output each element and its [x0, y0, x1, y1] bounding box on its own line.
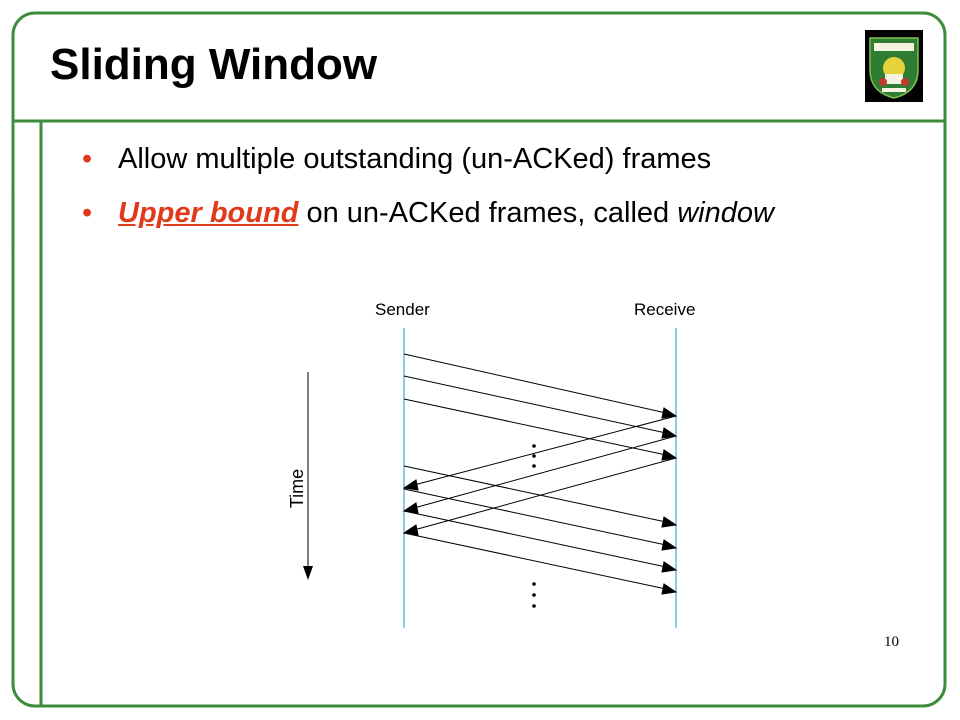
frame-arrows — [403, 353, 678, 595]
frame-arrow — [403, 488, 667, 546]
university-crest-logo — [865, 30, 923, 102]
slide-title: Sliding Window — [50, 40, 378, 89]
ack-arrows — [402, 415, 677, 536]
frame-arrow-head — [661, 539, 678, 551]
receiver-label: Receive — [634, 300, 696, 319]
sender-label: Sender — [375, 300, 430, 319]
frame-arrow — [403, 375, 667, 434]
bullet-italic-term: window — [677, 197, 774, 229]
frame-arrow — [403, 398, 667, 456]
ack-arrow — [413, 415, 677, 486]
page-number: 10 — [884, 634, 899, 650]
frame-arrow-head — [661, 561, 678, 573]
bullet-item: • Upper bound on un-ACKed frames, called… — [82, 196, 862, 231]
bullet-text: Allow multiple outstanding (un-ACKed) fr… — [118, 143, 712, 175]
time-label: Time — [287, 468, 308, 509]
frame-arrow — [403, 510, 667, 568]
frame-arrow — [403, 532, 667, 590]
ack-arrow-head — [402, 524, 419, 536]
ack-arrow — [413, 435, 677, 509]
bullet-text: on un-ACKed frames, called — [298, 197, 678, 229]
time-axis-arrowhead — [303, 566, 313, 580]
bullet-list: • Allow multiple outstanding (un-ACKed) … — [82, 142, 862, 250]
frame-arrow-head — [661, 516, 678, 528]
frame-arrow-head — [661, 407, 678, 419]
ack-arrow — [413, 457, 677, 531]
bullet-item: • Allow multiple outstanding (un-ACKed) … — [82, 142, 862, 177]
bullet-emphasis: Upper bound — [118, 197, 299, 229]
outer-border — [11, 11, 947, 708]
bullet-marker: • — [82, 143, 93, 175]
frame-arrow — [403, 353, 667, 414]
frame-arrow-head — [661, 449, 678, 461]
frame-arrow-head — [661, 583, 678, 595]
ellipsis-dots-upper — [532, 444, 536, 468]
frame-arrow-head — [661, 427, 678, 439]
bullet-marker: • — [82, 197, 93, 229]
ack-arrow-head — [402, 502, 419, 514]
ellipsis-dots-lower — [532, 582, 536, 608]
ack-arrow-head — [402, 479, 419, 491]
frame-arrow — [403, 465, 667, 523]
